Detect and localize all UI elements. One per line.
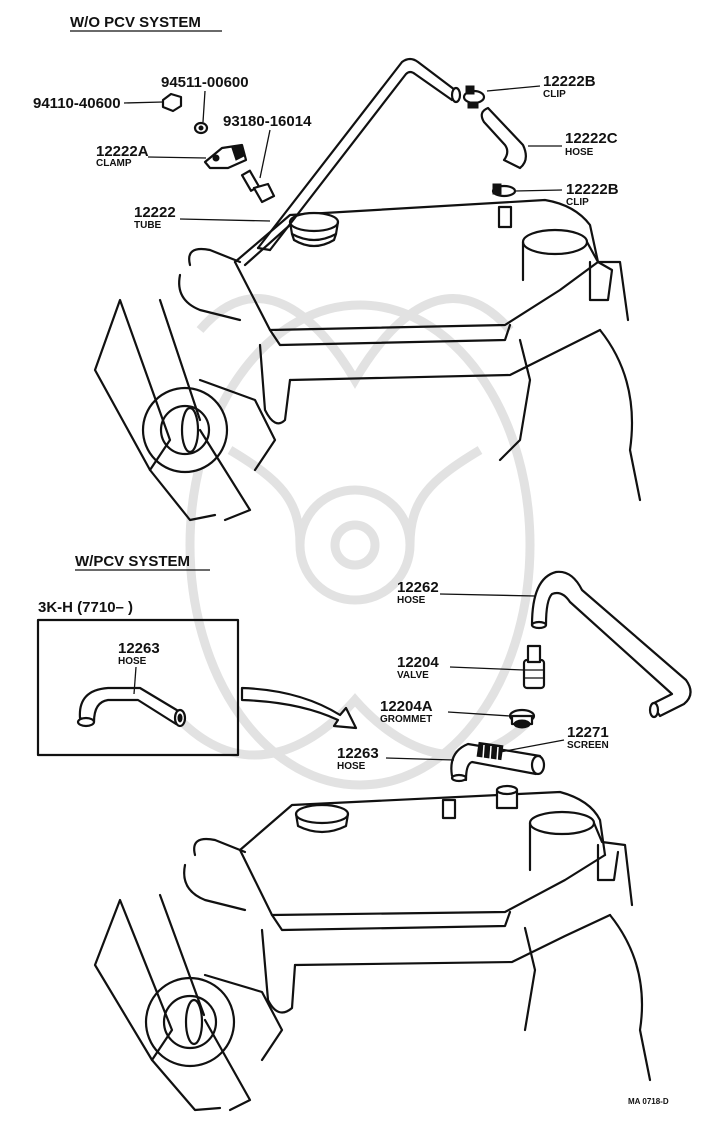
callout-12222B-top: 12222B CLIP <box>486 73 596 100</box>
callout-94110-40600: 94110-40600 <box>33 95 164 112</box>
bottom-section: W/PCV SYSTEM 3K-H (7710– ) 12263 HOSE <box>36 553 692 1112</box>
engine-illustration-lower <box>93 784 652 1112</box>
part-name-label: TUBE <box>134 220 162 231</box>
part-number-label: 12262 <box>397 579 439 596</box>
callout-12222: 12222 TUBE <box>134 204 271 231</box>
part-number-label: 12222A <box>96 143 149 160</box>
bottom-heading: W/PCV SYSTEM <box>75 553 190 570</box>
part-number-label: 12263 <box>337 745 379 762</box>
top-section: W/O PCV SYSTEM <box>33 14 642 522</box>
part-name-label: CLIP <box>566 197 589 208</box>
figure-reference: MA 0718-D <box>628 1097 669 1106</box>
part-name-label: SCREEN <box>567 740 609 751</box>
callout-94511-00600: 94511-00600 <box>161 74 249 123</box>
callout-12263: 12263 HOSE <box>337 745 455 772</box>
part-number-label: 94511-00600 <box>161 74 249 91</box>
part-number-label: 12271 <box>567 724 609 741</box>
inset-3k-h: 3K-H (7710– ) 12263 HOSE <box>36 599 240 757</box>
callout-12204: 12204 VALVE <box>397 654 525 681</box>
top-heading: W/O PCV SYSTEM <box>70 14 201 31</box>
inset-label: 3K-H (7710– ) <box>38 599 133 616</box>
part-12222B-clip-low <box>491 183 517 198</box>
part-12262-hose <box>530 570 692 718</box>
watermark-emblem <box>176 294 535 790</box>
part-94511-washer <box>193 121 209 135</box>
part-name-label: CLAMP <box>96 158 132 169</box>
callout-12271: 12271 SCREEN <box>499 724 609 753</box>
part-name-label: CLIP <box>543 89 566 100</box>
callout-12222B-low: 12222B CLIP <box>514 181 619 208</box>
callout-12262: 12262 HOSE <box>397 579 536 606</box>
part-number-label: 12222 <box>134 204 176 221</box>
part-number-label: 12222B <box>543 73 596 90</box>
engine-illustration-upper <box>93 198 642 522</box>
callout-12222A: 12222A CLAMP <box>96 143 207 169</box>
part-name-label: GROMMET <box>380 714 432 725</box>
part-name-label: HOSE <box>337 761 366 772</box>
part-12204-valve <box>522 644 546 690</box>
part-number-label: 12204 <box>397 654 439 671</box>
part-94110-nut <box>161 92 183 113</box>
part-name-label: HOSE <box>118 656 147 667</box>
part-name-label: VALVE <box>397 670 429 681</box>
part-number-label: 94110-40600 <box>33 95 121 112</box>
part-12222A-clamp <box>203 143 248 170</box>
callout-12222C: 12222C HOSE <box>528 130 618 158</box>
part-93180-bolt <box>240 169 276 204</box>
callout-93180-16014: 93180-16014 <box>223 113 312 179</box>
part-number-label: 12222C <box>565 130 618 147</box>
part-number-label: 12222B <box>566 181 619 198</box>
part-12271-screen <box>476 741 504 762</box>
part-number-label: 12204A <box>380 698 433 715</box>
part-12222-tube <box>256 57 457 250</box>
part-12263-hose-inset <box>78 686 182 726</box>
part-number-label: 93180-16014 <box>223 113 312 130</box>
callout-12204A: 12204A GROMMET <box>380 698 511 725</box>
part-name-label: HOSE <box>565 147 594 158</box>
part-number-label: 12263 <box>118 640 160 657</box>
arrow-indicator <box>240 686 358 730</box>
part-12222C-hose <box>480 106 527 170</box>
part-12222B-clip-top <box>462 85 486 109</box>
part-name-label: HOSE <box>397 595 426 606</box>
